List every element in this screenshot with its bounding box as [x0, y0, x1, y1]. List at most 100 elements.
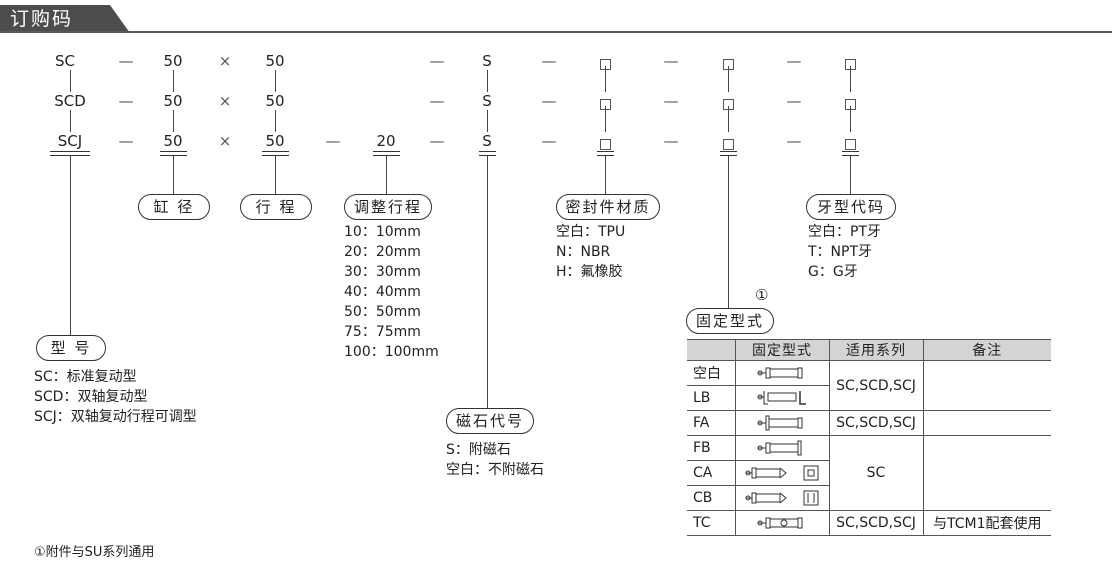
code-times: ×: [218, 92, 232, 110]
connector-line: [728, 66, 729, 92]
label-seal-material: 密封件材质: [556, 194, 660, 220]
label-magnet-code: 磁石代号: [446, 408, 534, 434]
code-dash: —: [663, 92, 679, 110]
leader-line: [275, 156, 276, 194]
section-title: 订购码: [10, 8, 74, 30]
mount-drawing: [734, 510, 829, 536]
code-model: SCJ: [57, 132, 83, 150]
table-row: FB SC: [687, 435, 1051, 511]
connector-line: [70, 70, 71, 92]
mount-note: [922, 435, 1051, 511]
list-item: 100：100mm: [344, 344, 439, 360]
list-item: SCD：双轴复动型: [34, 389, 148, 405]
code-underline: [373, 151, 400, 156]
connector-line: [487, 110, 488, 132]
code-stroke: 50: [265, 92, 285, 110]
code-dash: —: [786, 132, 802, 150]
table-header: 适用系列: [828, 339, 923, 361]
connector-line: [605, 106, 606, 132]
cylinder-ca-clevis-icon: [745, 465, 819, 481]
label-stroke: 行 程: [240, 194, 312, 220]
label-bore: 缸 径: [138, 194, 210, 220]
cylinder-basic-icon: [757, 367, 803, 379]
code-dash: —: [118, 132, 134, 150]
list-item: S：附磁石: [446, 442, 511, 458]
code-dash: —: [118, 92, 134, 110]
connector-line: [850, 66, 851, 92]
code-dash: —: [429, 92, 445, 110]
mount-series: SC: [828, 435, 923, 511]
table-row: LB: [687, 385, 1051, 411]
table-header: 固定型式: [734, 339, 829, 361]
code-bore: 50: [163, 52, 183, 70]
code-dash: —: [118, 52, 134, 70]
cylinder-cb-clevis-icon: [745, 490, 819, 506]
code-seal-box: [600, 135, 611, 154]
mount-code: FB: [687, 435, 735, 461]
list-item: 30：30mm: [344, 264, 421, 280]
list-item: 20：20mm: [344, 244, 421, 260]
mount-series: SC,SCD,SCJ: [828, 510, 923, 536]
list-item: G：G牙: [808, 264, 858, 280]
label-adjust-stroke: 调整行程: [344, 194, 432, 220]
connector-line: [728, 106, 729, 132]
mount-code: LB: [687, 385, 735, 411]
mount-drawing: [734, 460, 829, 486]
leader-line: [173, 156, 174, 194]
code-bore: 50: [163, 132, 183, 150]
mount-code: TC: [687, 510, 735, 536]
list-item: SCJ：双轴复动行程可调型: [34, 409, 197, 425]
connector-line: [275, 70, 276, 92]
mount-note: [922, 360, 1051, 411]
mount-type-table: 固定型式 适用系列 备注 空白 SC,SCD,SCJ LB FA: [687, 339, 1051, 536]
connector-line: [275, 110, 276, 132]
mount-code: FA: [687, 410, 735, 436]
cylinder-fb-flange-icon: [757, 440, 802, 456]
header-rule: [0, 31, 1112, 33]
table-header: 备注: [922, 339, 1051, 361]
connector-line: [850, 106, 851, 132]
list-item: 50：50mm: [344, 304, 421, 320]
code-mount-box: [723, 135, 734, 154]
list-item: SC：标准复动型: [34, 369, 137, 385]
magnet-code-options: S：附磁石 空白：不附磁石: [446, 440, 544, 480]
code-stroke: 50: [265, 52, 285, 70]
seal-material-options: 空白：TPU N：NBR H：氟橡胶: [556, 222, 625, 282]
code-stroke: 50: [265, 132, 285, 150]
table-header-row: 固定型式 适用系列 备注: [687, 339, 1051, 361]
adjust-stroke-options: 10：10mm 20：20mm 30：30mm 40：40mm 50：50mm …: [344, 222, 439, 362]
table-row: TC SC,SCD,SCJ 与TCM1配套使用: [687, 510, 1051, 536]
code-model: SCD: [54, 92, 86, 110]
code-underline: [50, 151, 90, 156]
mount-drawing: [734, 385, 829, 411]
mount-series: SC,SCD,SCJ: [828, 360, 923, 411]
code-dash: —: [786, 52, 802, 70]
mount-series: SC,SCD,SCJ: [828, 410, 923, 436]
footnote: ①附件与SU系列通用: [34, 545, 155, 560]
mount-code: CA: [687, 460, 735, 486]
mount-footnote-mark: ①: [755, 286, 769, 304]
code-times: ×: [218, 52, 232, 70]
list-item: 10：10mm: [344, 224, 421, 240]
code-dash: —: [663, 52, 679, 70]
leader-line: [70, 156, 71, 335]
section-header: 订购码: [0, 0, 1112, 34]
cylinder-lb-foot-icon: [757, 391, 806, 405]
leader-line: [386, 156, 387, 194]
leader-line: [487, 156, 488, 408]
mount-note: [922, 410, 1051, 436]
table-row: FA SC,SCD,SCJ: [687, 410, 1051, 436]
leader-line: [728, 156, 729, 308]
code-magnet: S: [482, 132, 492, 150]
header-tab: [0, 5, 130, 33]
code-underline: [262, 151, 289, 156]
code-dash: —: [325, 132, 341, 150]
label-model: 型 号: [36, 335, 106, 361]
cylinder-fa-flange-icon: [757, 415, 803, 431]
code-underline: [479, 151, 496, 156]
code-underline: [842, 151, 859, 156]
code-thread-box: [845, 135, 856, 154]
code-dash: —: [429, 52, 445, 70]
list-item: 空白：不附磁石: [446, 462, 544, 478]
mount-note: 与TCM1配套使用: [922, 510, 1051, 536]
